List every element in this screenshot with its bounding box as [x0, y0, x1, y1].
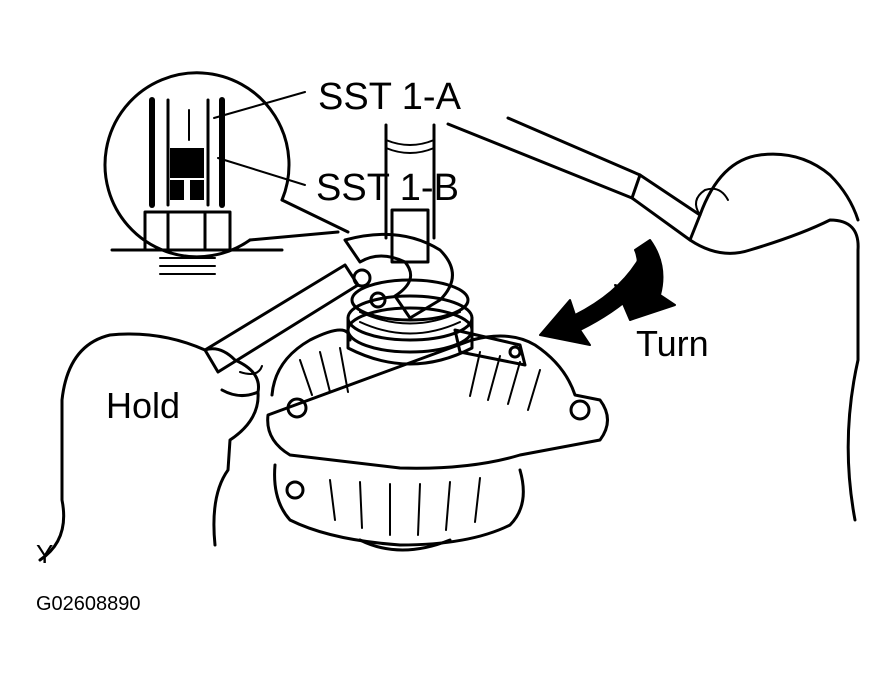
label-sst-1a: SST 1-A — [318, 76, 462, 118]
alternator — [266, 278, 609, 552]
label-view-y: Y — [36, 539, 53, 569]
figure-code: G02608890 — [36, 593, 141, 615]
leader-sst-1b — [217, 157, 306, 186]
leader-sst-1a — [213, 91, 306, 119]
label-hold: Hold — [106, 385, 180, 426]
label-turn: Turn — [636, 323, 709, 364]
holding-hand — [38, 332, 263, 562]
turning-bar-and-hand — [446, 116, 860, 522]
detail-inset — [103, 71, 350, 275]
label-sst-1b: SST 1-B — [316, 167, 459, 209]
sst-shafts — [384, 123, 436, 264]
